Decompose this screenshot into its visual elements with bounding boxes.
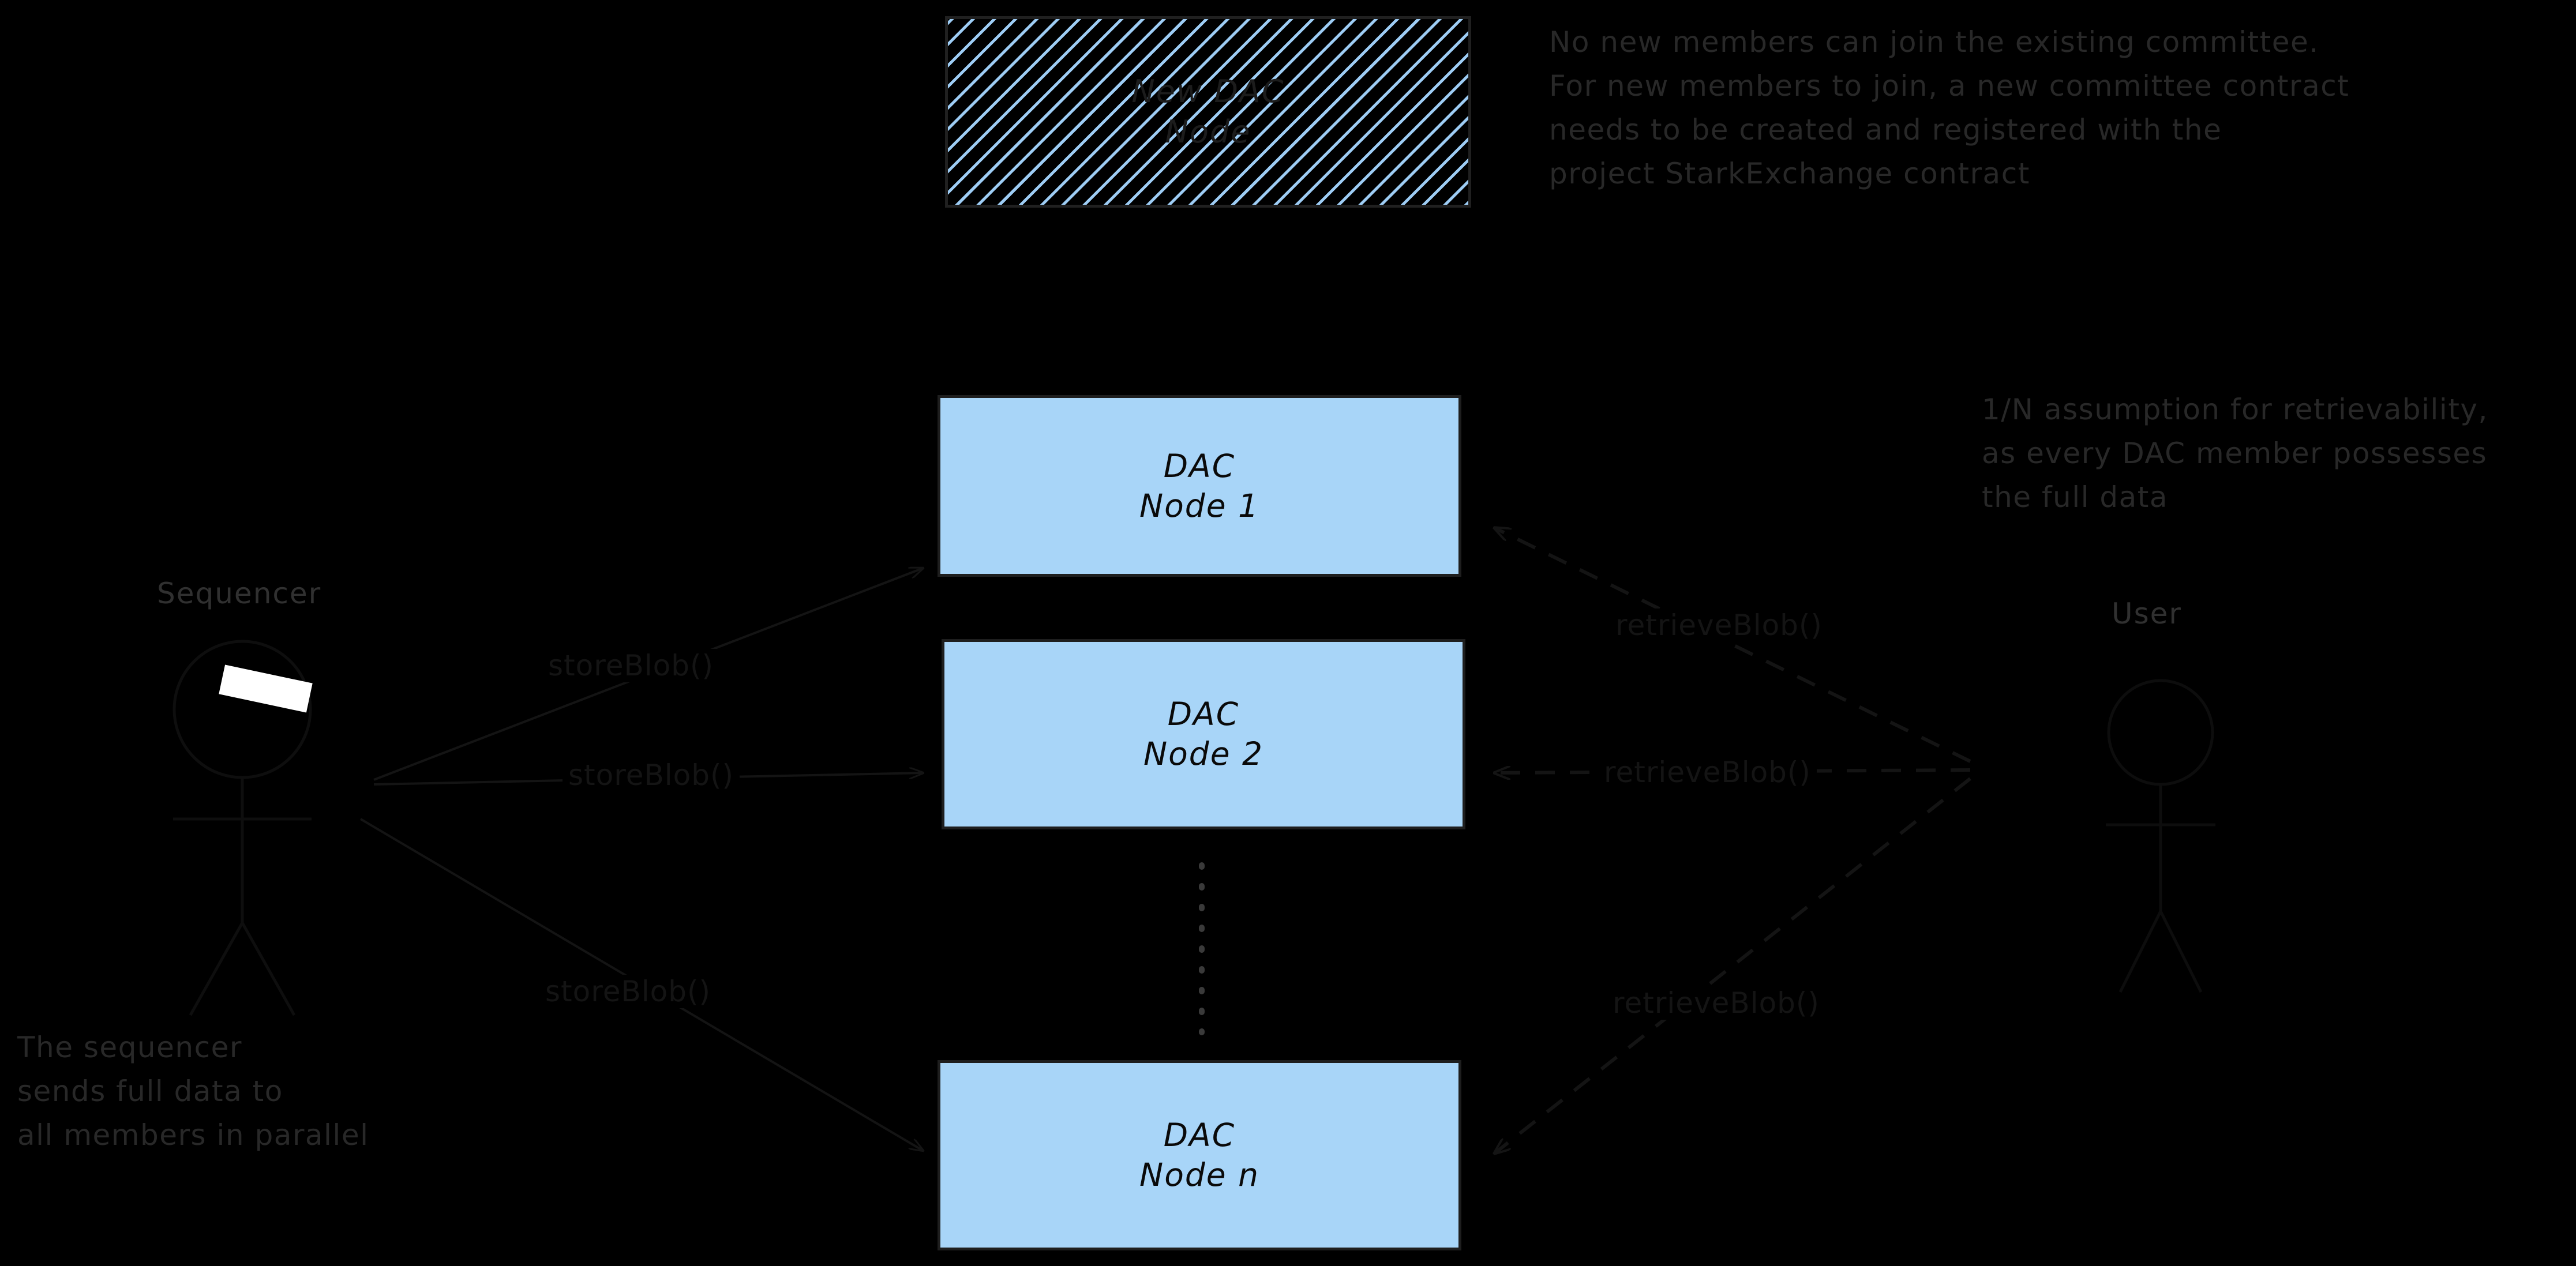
dac-node-1-box[interactable]: DAC Node 1: [938, 395, 1461, 577]
edge-retrieve-node-1: [1494, 528, 1971, 763]
annotation-new-members: No new members can join the existing com…: [1549, 25, 2350, 190]
edge-retrieve-node-n: [1494, 777, 1971, 1154]
new-dac-node-line-2: Node: [1165, 114, 1251, 150]
edge-label-retrieve-node-2: retrieveBlob(): [1598, 756, 1817, 789]
sequencer-card-icon: [219, 664, 313, 713]
dac-node-n-box[interactable]: DAC Node n: [938, 1060, 1461, 1250]
new-dac-node-box[interactable]: New DAC Node: [945, 16, 1471, 208]
user-actor-icon: [2106, 679, 2215, 993]
edge-label-retrieve-node-n: retrieveBlob(): [1607, 986, 1825, 1020]
edge-label-store-node-1: storeBlob(): [542, 649, 720, 682]
dac-node-2-line-1: DAC: [1167, 696, 1240, 733]
edge-label-store-node-n: storeBlob(): [539, 975, 717, 1008]
user-label: User: [2112, 597, 2182, 630]
edge-label-store-node-2: storeBlob(): [563, 758, 740, 792]
new-dac-node-line-1: New DAC: [1131, 73, 1285, 110]
dac-node-1-line-2: Node 1: [1139, 487, 1260, 524]
dac-node-1-line-1: DAC: [1163, 447, 1236, 484]
dac-node-2-line-2: Node 2: [1143, 735, 1264, 772]
annotation-sequencer-parallel: The sequencer sends full data to all mem…: [17, 1031, 369, 1152]
dac-node-n-line-1: DAC: [1163, 1117, 1236, 1154]
sequencer-label: Sequencer: [157, 577, 322, 610]
annotation-retrievability: 1/N assumption for retrievability, as ev…: [1982, 393, 2488, 514]
dac-node-n-line-2: Node n: [1139, 1156, 1259, 1193]
edge-label-retrieve-node-1: retrieveBlob(): [1610, 608, 1828, 642]
dac-node-2-box[interactable]: DAC Node 2: [942, 639, 1465, 829]
